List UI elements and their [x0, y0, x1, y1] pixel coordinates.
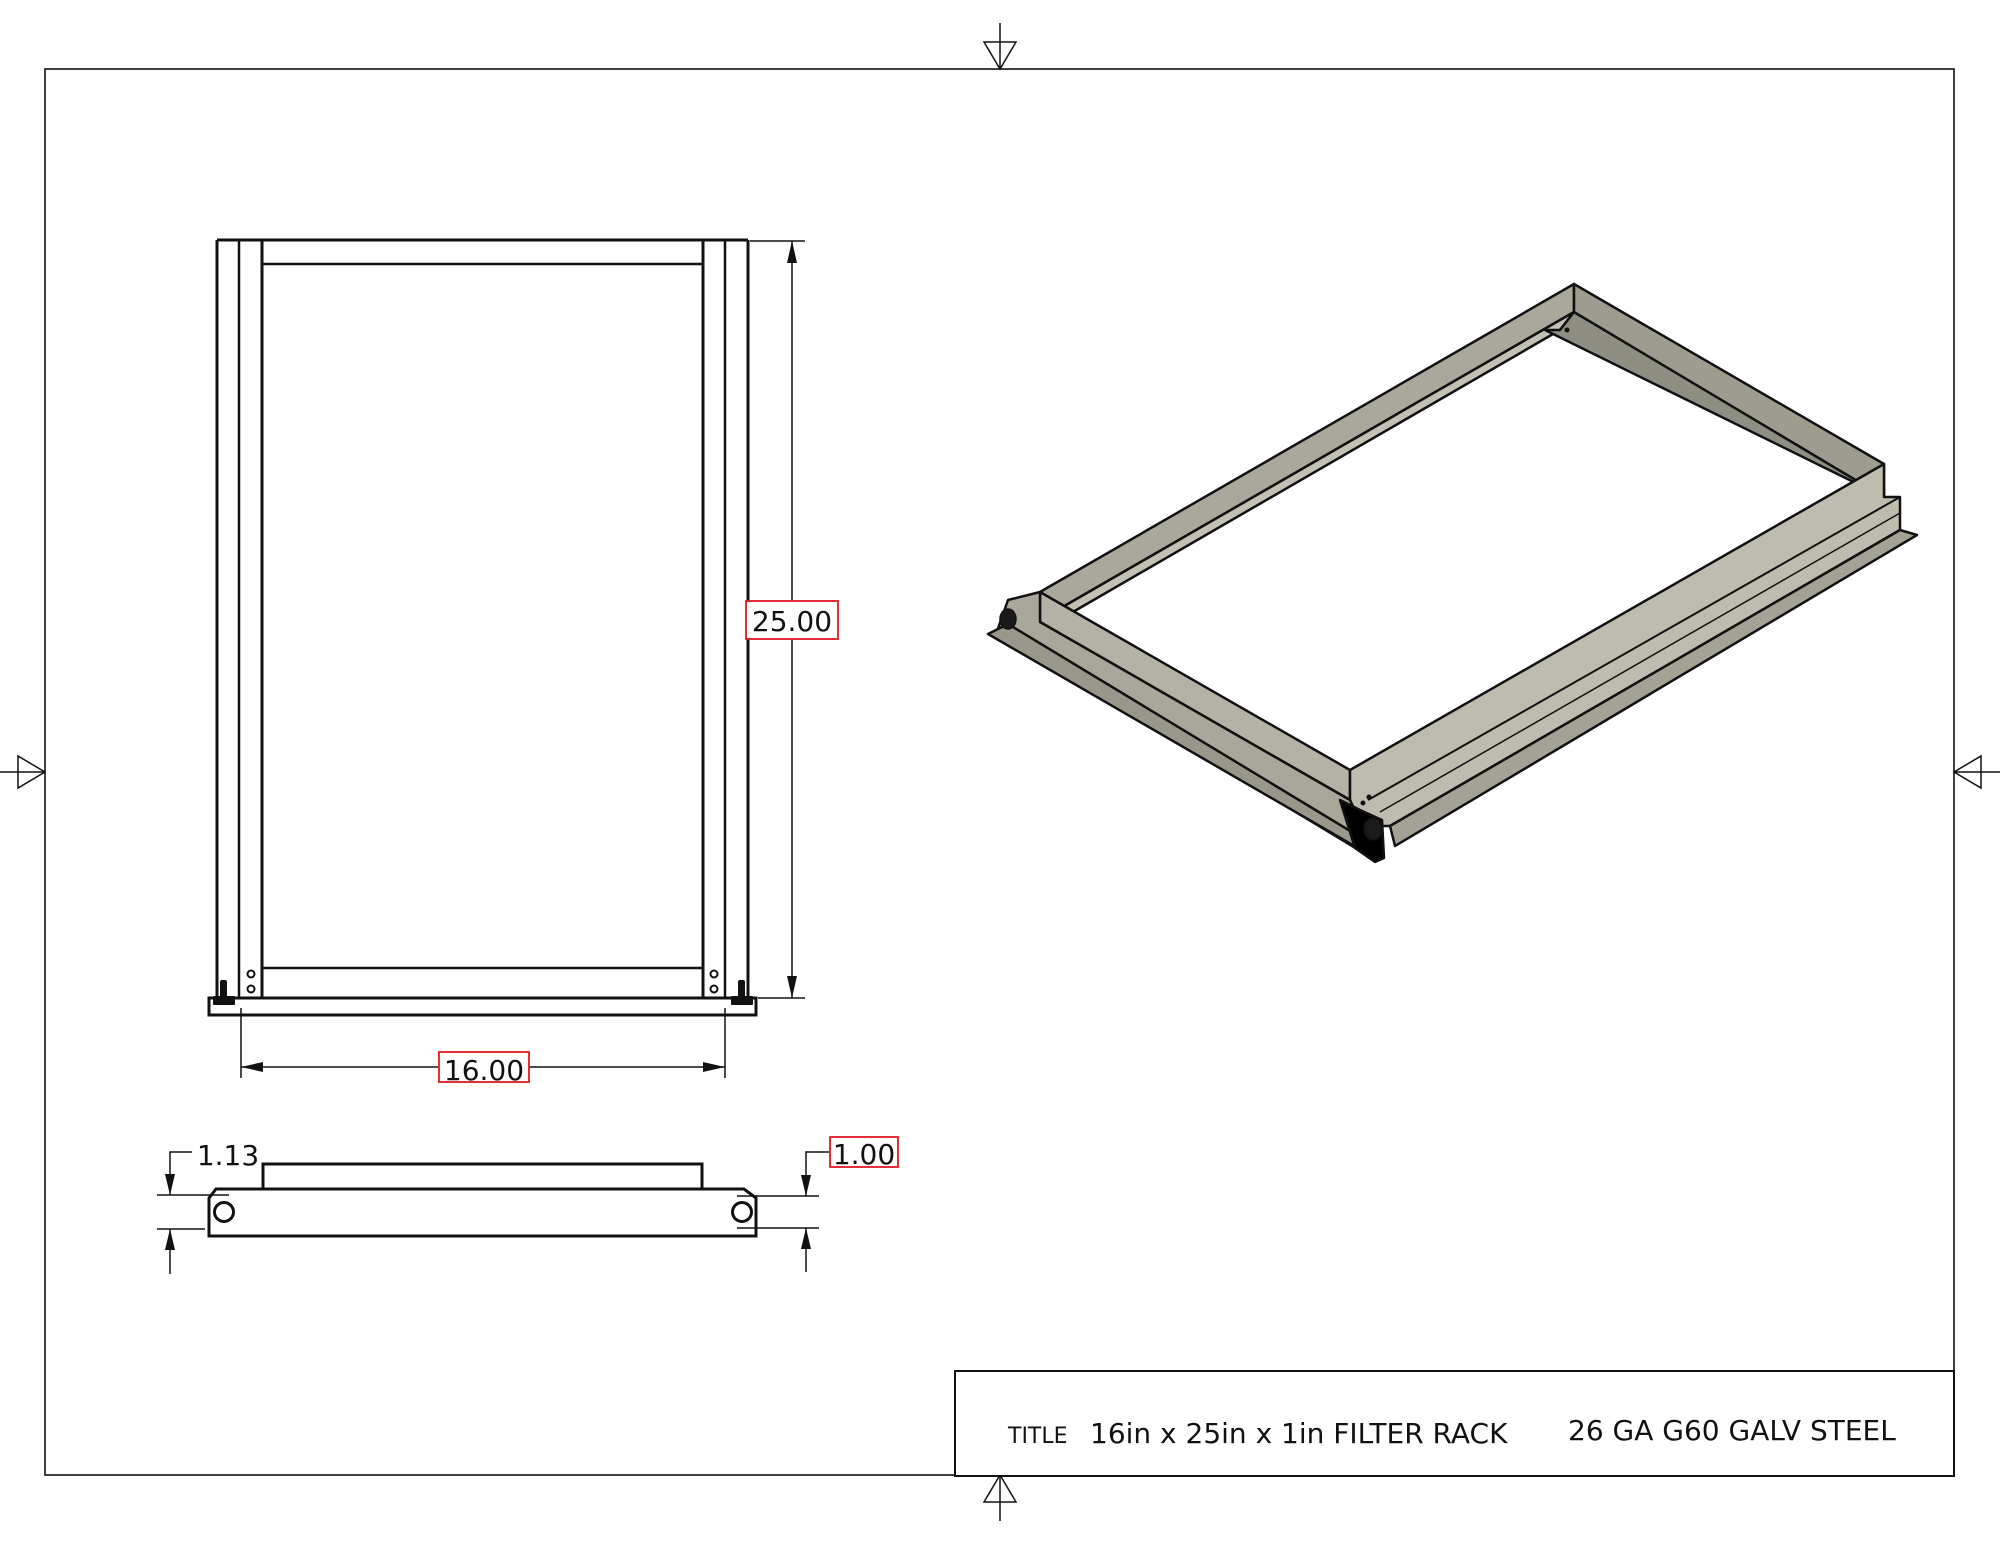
centering-mark-left [0, 754, 47, 790]
body-height-dimension-box [829, 1136, 899, 1168]
iso-back-right-rail [1572, 282, 1886, 499]
iso-knob-right [1363, 817, 1383, 841]
iso-left-flange [986, 622, 1377, 860]
iso-front-right-rail [1348, 462, 1902, 828]
iso-knob-left [999, 608, 1017, 630]
front-view [207, 238, 758, 1017]
iso-back-left-rail-lip [1052, 310, 1576, 618]
width-dimension [240, 1008, 726, 1078]
iso-front-left-rail [1038, 590, 1352, 802]
sheet-border [44, 68, 1955, 1476]
front-view-knob-left [213, 980, 235, 1005]
iso-back-left-rail [1038, 282, 1576, 624]
height-dimension-box [745, 600, 839, 640]
title-block: TITLE 16in x 25in x 1in FILTER RACK 26 G… [954, 1370, 1955, 1477]
material-spec: 26 GA G60 GALV STEEL [1568, 1414, 1896, 1447]
body-height-dimension-value: 1.00 [833, 1138, 895, 1171]
isometric-view [986, 282, 1919, 864]
centering-mark-right [1952, 754, 2000, 790]
centering-mark-bottom [982, 1473, 1018, 1521]
width-dimension-box [438, 1051, 530, 1083]
side-view [207, 1162, 758, 1238]
iso-back-right-rail-inner [1543, 310, 1886, 499]
front-view-knob-right [731, 980, 753, 1005]
iso-front-right-flange [1388, 528, 1919, 848]
width-dimension-value: 16.00 [444, 1054, 524, 1087]
drawing-title: 16in x 25in x 1in FILTER RACK [1090, 1417, 1508, 1450]
height-dimension-value: 25.00 [752, 605, 832, 638]
overall-height-dimension [157, 1151, 229, 1274]
height-dimension [750, 240, 805, 999]
centering-mark-top [982, 23, 1018, 71]
body-height-dimension [737, 1151, 829, 1272]
title-label: TITLE [1007, 1424, 1068, 1449]
overall-height-dimension-value: 1.13 [197, 1139, 259, 1172]
iso-front-end-plate [1338, 798, 1386, 864]
